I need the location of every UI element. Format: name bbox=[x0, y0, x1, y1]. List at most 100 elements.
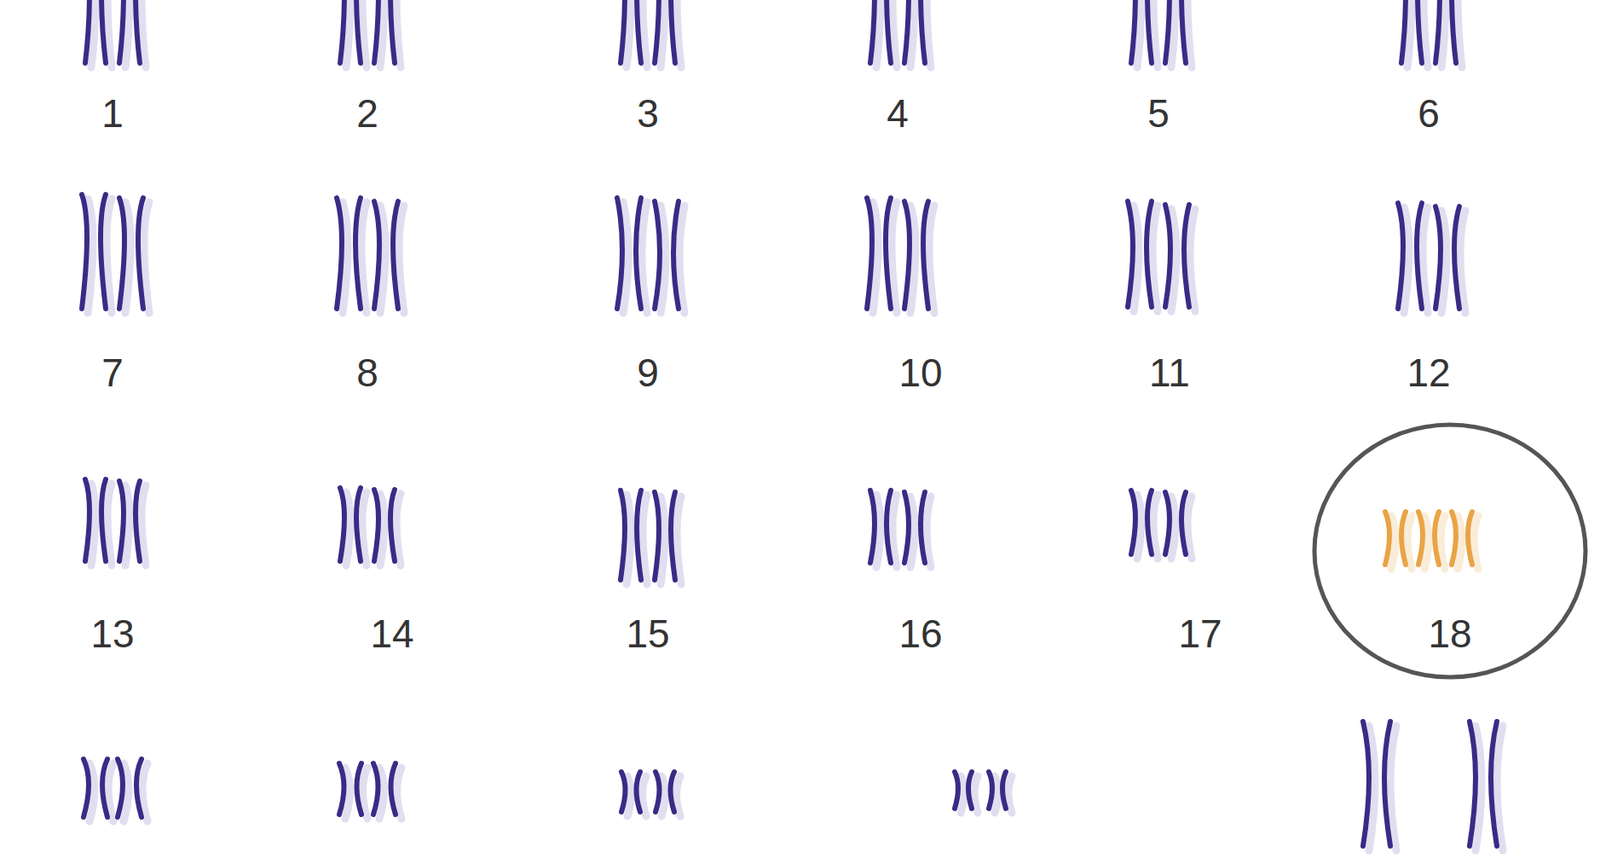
chromosome bbox=[85, 479, 112, 566]
chromatid bbox=[1457, 0, 1462, 68]
chromatid bbox=[119, 197, 125, 309]
chromatid bbox=[361, 202, 367, 313]
chromosome-number: 2 bbox=[356, 93, 379, 133]
chromosome bbox=[1397, 202, 1428, 313]
chromatid bbox=[891, 202, 897, 313]
chromosome-number: 10 bbox=[898, 352, 942, 393]
chromatid bbox=[346, 491, 351, 566]
chromatid bbox=[1187, 496, 1192, 559]
chromatid bbox=[1469, 721, 1476, 846]
chromatid bbox=[119, 480, 124, 561]
chromatid bbox=[135, 480, 140, 561]
chromatid bbox=[988, 771, 993, 809]
chromatid bbox=[392, 201, 399, 309]
chromatid bbox=[1423, 0, 1428, 68]
chromatid bbox=[1496, 725, 1503, 850]
chromatid bbox=[1137, 494, 1142, 559]
chromatid bbox=[636, 771, 642, 812]
chromatid bbox=[1384, 721, 1391, 846]
chromatid bbox=[923, 201, 929, 309]
chromatid bbox=[904, 0, 909, 64]
chromatid bbox=[626, 0, 631, 68]
chromatid bbox=[136, 758, 142, 817]
chromatid bbox=[1451, 511, 1456, 565]
chromosome bbox=[654, 0, 682, 68]
chromatid bbox=[125, 0, 130, 68]
chromatid bbox=[356, 0, 361, 64]
chromatid bbox=[1184, 204, 1190, 307]
chromatid bbox=[125, 485, 130, 566]
chromatid bbox=[876, 0, 881, 68]
chromatid bbox=[339, 762, 345, 815]
chromosome bbox=[85, 0, 112, 68]
chromatid bbox=[356, 487, 361, 561]
chromosome bbox=[1131, 490, 1158, 559]
chromatid bbox=[926, 496, 931, 567]
chromosome bbox=[1165, 491, 1192, 559]
chromatid bbox=[642, 775, 647, 816]
chromatid bbox=[336, 197, 342, 309]
chromatid bbox=[1454, 206, 1460, 309]
chromosome bbox=[620, 0, 647, 68]
chromatid bbox=[1127, 201, 1133, 307]
chromatid bbox=[391, 762, 397, 815]
chromatid bbox=[1131, 0, 1136, 64]
chromosome bbox=[1165, 0, 1192, 68]
chromosome-number: 12 bbox=[1406, 352, 1450, 393]
chromatid bbox=[107, 0, 112, 68]
chromosome bbox=[119, 197, 150, 313]
chromosome bbox=[81, 194, 112, 313]
chromatid bbox=[1435, 0, 1440, 64]
chromosome-number: 7 bbox=[101, 352, 124, 393]
chromatid bbox=[636, 490, 642, 580]
chromatid bbox=[1416, 202, 1422, 309]
chromosome bbox=[1385, 511, 1412, 569]
chromatid bbox=[1187, 0, 1192, 68]
chromatid bbox=[396, 493, 401, 566]
chromatid bbox=[1457, 515, 1462, 569]
chromosome bbox=[83, 758, 114, 821]
chromosome-number: 9 bbox=[636, 352, 659, 393]
chromatid bbox=[886, 0, 891, 64]
chromatid bbox=[1165, 491, 1170, 555]
chromatid bbox=[642, 494, 647, 584]
chromatid bbox=[974, 775, 978, 813]
chromatid bbox=[676, 775, 682, 816]
chromosome-number: 6 bbox=[1417, 93, 1440, 133]
chromosome bbox=[904, 491, 931, 567]
chromatid bbox=[1440, 515, 1445, 569]
chromatid bbox=[1441, 0, 1446, 68]
chromosome-number: 18 bbox=[1427, 613, 1472, 653]
chromatid bbox=[107, 483, 112, 566]
chromosome-number: 16 bbox=[898, 613, 942, 653]
chromatid bbox=[141, 485, 146, 566]
chromatid bbox=[661, 775, 666, 816]
chromatid bbox=[1473, 515, 1479, 569]
chromatid bbox=[138, 197, 144, 309]
chromosome-number: 5 bbox=[1147, 93, 1170, 133]
chromatid bbox=[346, 0, 351, 68]
chromatid bbox=[1189, 208, 1196, 312]
chromosome bbox=[654, 201, 685, 313]
chromatid bbox=[1137, 0, 1142, 68]
chromatid bbox=[1147, 490, 1152, 555]
chromatid bbox=[1422, 207, 1428, 313]
chromatid bbox=[1131, 490, 1136, 555]
chromatid bbox=[362, 0, 367, 68]
chromatid bbox=[910, 0, 915, 68]
chromosome-number: 14 bbox=[369, 613, 414, 653]
chromatid bbox=[1165, 204, 1171, 307]
chromatid bbox=[85, 479, 90, 561]
chromatid bbox=[670, 771, 676, 812]
chromatid bbox=[1467, 511, 1473, 565]
chromatid bbox=[929, 205, 935, 313]
chromatid bbox=[1008, 775, 1012, 813]
chromatid bbox=[627, 775, 632, 816]
highlight-circle: 18 bbox=[1311, 421, 1589, 681]
chromosome bbox=[1165, 204, 1196, 312]
chromatid bbox=[396, 0, 401, 68]
chromosome bbox=[655, 771, 681, 816]
chromatid bbox=[373, 762, 379, 815]
chromatid bbox=[920, 0, 925, 64]
